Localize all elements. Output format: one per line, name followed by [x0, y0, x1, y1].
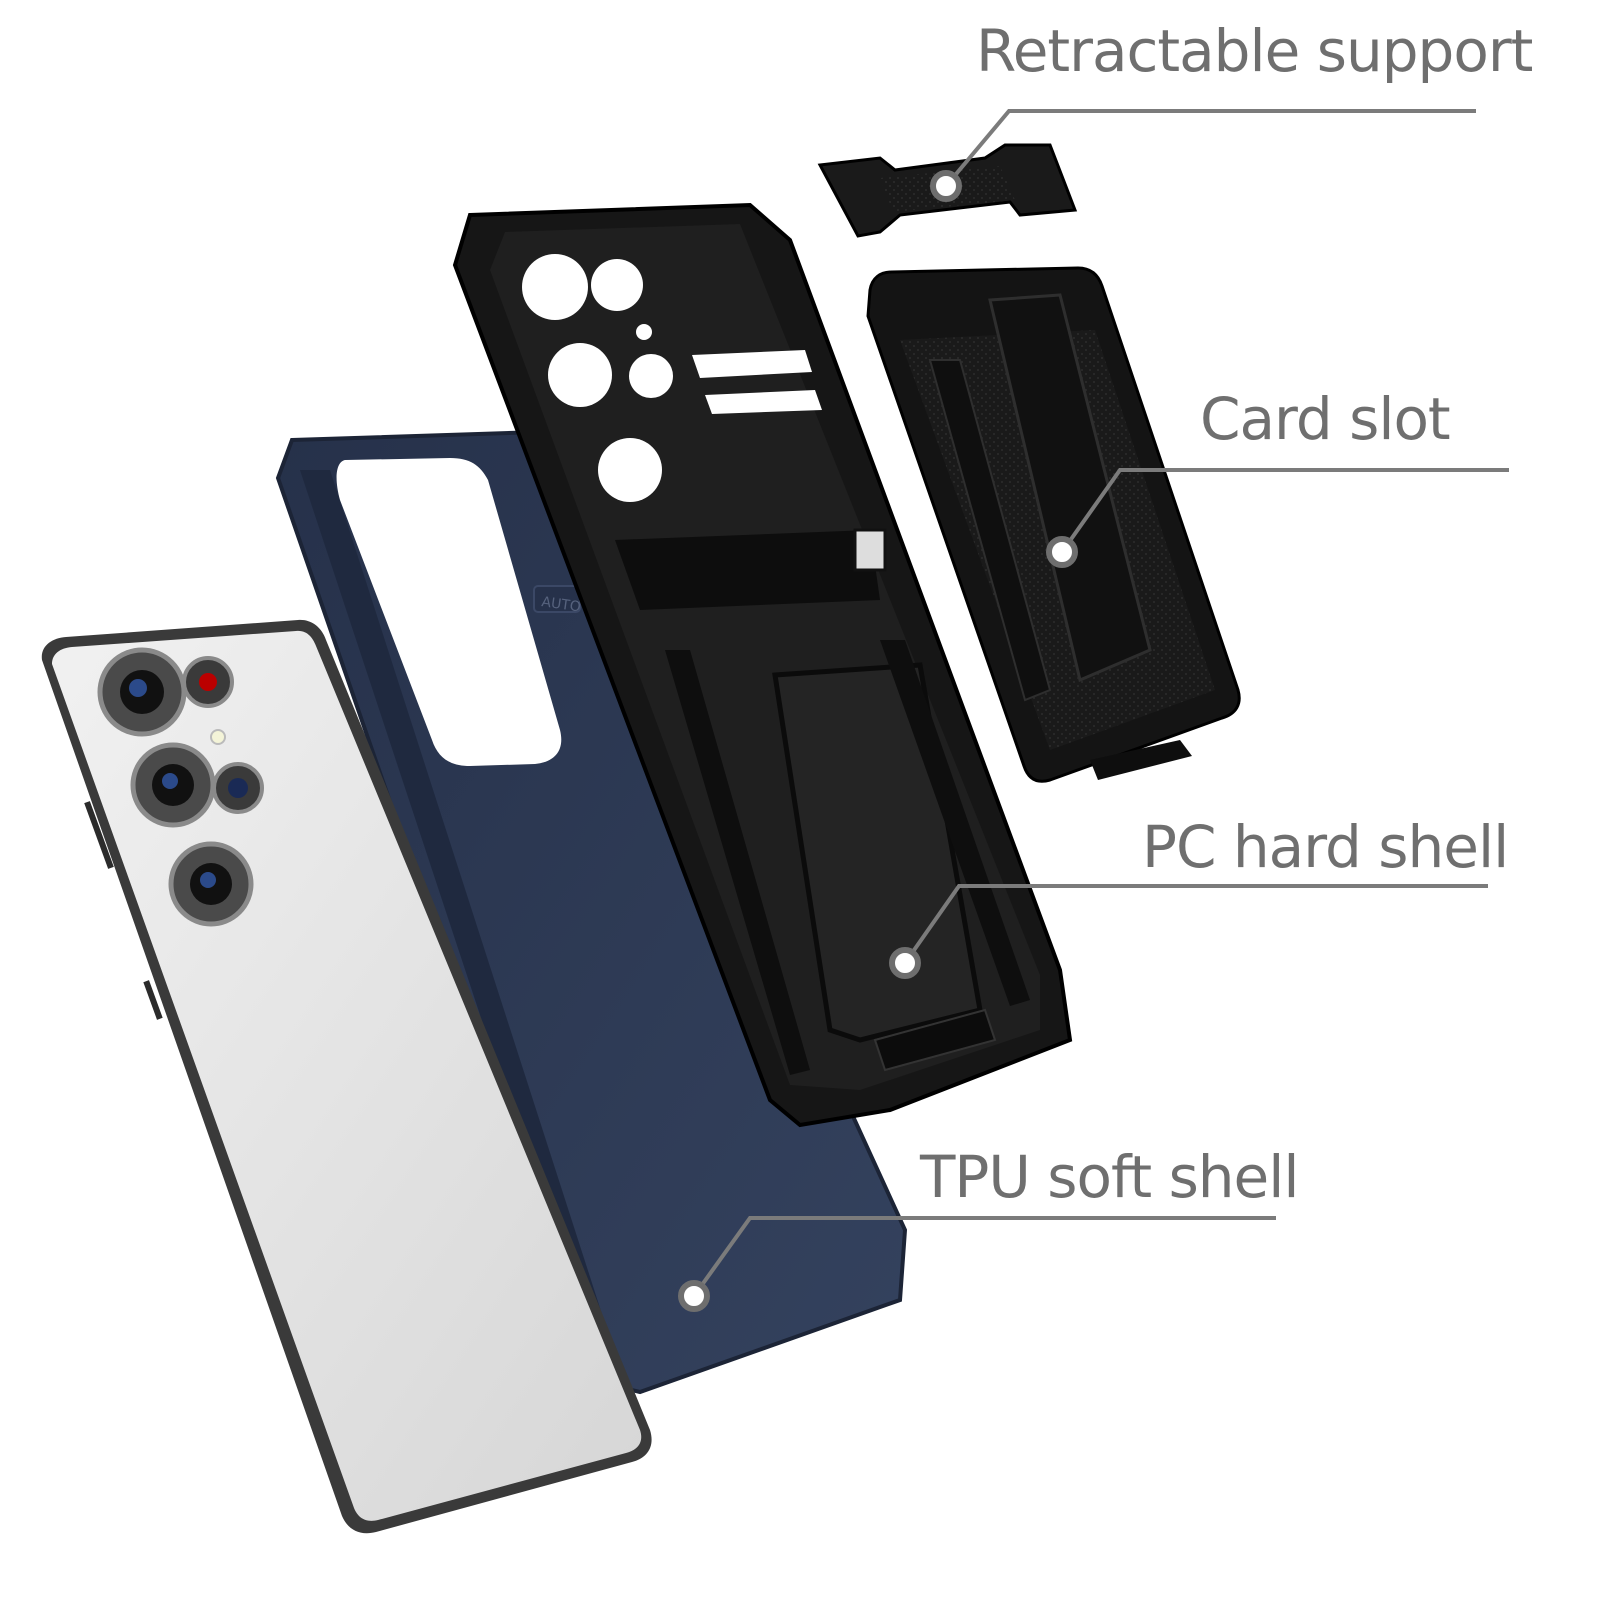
callout-dot-icon: [889, 947, 921, 979]
case-print-text: AUTO: [540, 594, 581, 615]
callout-dot-icon: [1046, 536, 1078, 568]
label-tpu-soft-shell: TPU soft shell: [920, 1143, 1299, 1211]
label-card-slot: Card slot: [1200, 385, 1451, 453]
callout-dot-icon: [678, 1280, 710, 1312]
leader-line-card-slot: [1046, 468, 1509, 568]
camera-lens-icon: [97, 647, 264, 927]
leader-line-pc-hard-shell: [889, 884, 1488, 979]
tpu-soft-shell: AUTO: [275, 429, 908, 1395]
tpu-window-cutout: [336, 458, 562, 766]
leader-line-tpu-soft-shell: [678, 1216, 1276, 1312]
pc-hard-shell: [452, 202, 1073, 1128]
leader-line-retractable-support: [930, 109, 1476, 202]
phone-icon: [41, 619, 652, 1534]
label-retractable-support: Retractable support: [976, 17, 1533, 85]
callout-dot-icon: [930, 170, 962, 202]
label-pc-hard-shell: PC hard shell: [1142, 813, 1509, 881]
